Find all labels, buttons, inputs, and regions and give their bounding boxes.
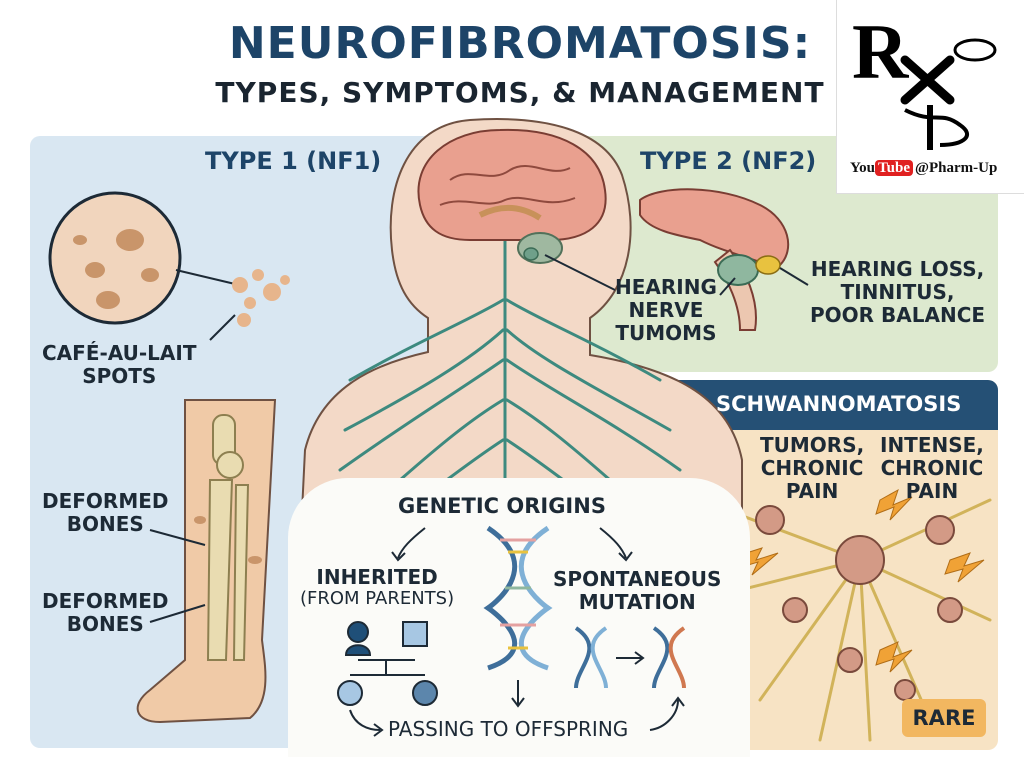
nf2-symptom-line2: TINNITUS,: [840, 280, 955, 304]
tumors-line1: TUMORS,: [760, 433, 865, 457]
hearing-nerve-line1: HEARING: [615, 275, 717, 299]
rare-badge: RARE: [902, 699, 986, 737]
deformed-bones-lower-line1: DEFORMED: [42, 589, 169, 613]
channel-name: @Pharm-Up: [915, 160, 998, 176]
hearing-nerve-line2: NERVE: [628, 298, 704, 322]
dna-helix-main: [483, 525, 553, 671]
nf2-symptoms-label: HEARING LOSS, TINNITUS, POOR BALANCE: [810, 258, 985, 327]
nerve-network: [338, 228, 682, 502]
deformed-bones-label-lower: DEFORMED BONES: [42, 590, 169, 636]
dna-small-pair: [574, 626, 686, 689]
schwannoma-tumors: [755, 505, 963, 701]
skin-spots-patch: [232, 269, 290, 327]
type1-heading: TYPE 1 (NF1): [205, 147, 382, 175]
nf2-symptom-line3: POOR BALANCE: [810, 303, 986, 327]
arrow-inherited: [391, 527, 426, 562]
page-title: NEUROFIBROMATOSIS:: [228, 18, 812, 69]
nf2-symptom-line1: HEARING LOSS,: [810, 257, 985, 281]
spontaneous-line2: MUTATION: [578, 590, 696, 614]
intense-chronic-pain-label: INTENSE, CHRONIC PAIN: [880, 434, 984, 503]
deformed-bones-label-upper: DEFORMED BONES: [42, 490, 169, 536]
arrow-down: [511, 680, 525, 708]
tumors-line3: PAIN: [785, 479, 839, 503]
genetic-origins-heading: GENETIC ORIGINS: [398, 494, 606, 518]
skin-magnifier: [48, 191, 236, 341]
dna-rungs: [500, 538, 536, 650]
inherited-line1: INHERITED: [316, 565, 438, 589]
youtube-word: You: [850, 160, 876, 176]
deformed-bones-upper-line1: DEFORMED: [42, 489, 169, 513]
genetic-origins-panel: [288, 478, 750, 757]
inherited-label: INHERITED (FROM PARENTS): [300, 566, 454, 610]
logo-box: [836, 0, 1024, 194]
pedigree-chart: [337, 621, 438, 706]
cafe-au-lait-line2: SPOTS: [82, 364, 157, 388]
brain-illustration: [417, 128, 607, 264]
hearing-nerve-tumors-label: HEARING NERVE TUMOMS: [615, 276, 717, 345]
leg-illustration: [136, 399, 277, 724]
deformed-bones-lower-line2: BONES: [66, 612, 144, 636]
hearing-nerve-line3: TUMOMS: [615, 321, 717, 345]
youtube-tube-badge: Tube: [875, 160, 913, 176]
rx-logo-mark: R: [852, 8, 997, 150]
tumors-line2: CHRONIC: [760, 456, 864, 480]
arrow-spontaneous: [599, 527, 633, 562]
inherited-line2: (FROM PARENTS): [300, 588, 455, 609]
intense-line3: PAIN: [905, 479, 959, 503]
passing-to-offspring-label: PASSING TO OFFSPRING: [388, 717, 629, 741]
page-subtitle: TYPES, SYMPTOMS, & MANAGEMENT: [215, 76, 825, 109]
intense-line2: CHRONIC: [880, 456, 984, 480]
svg-text:R: R: [852, 8, 910, 95]
spontaneous-line1: SPONTANEOUS: [553, 567, 722, 591]
spontaneous-mutation-label: SPONTANEOUS MUTATION: [553, 568, 721, 614]
schwannomatosis-heading: SCHWANNOMATOSIS: [716, 392, 962, 416]
offspring-arrows: [349, 696, 685, 737]
tumors-chronic-pain-label: TUMORS, CHRONIC PAIN: [760, 434, 864, 503]
cafe-au-lait-line1: CAFÉ-AU-LAIT: [42, 341, 197, 365]
cafe-au-lait-label: CAFÉ-AU-LAIT SPOTS: [42, 342, 197, 388]
brainstem-illustration: [544, 188, 809, 331]
intense-line1: INTENSE,: [880, 433, 984, 457]
deformed-bones-upper-line2: BONES: [66, 512, 144, 536]
type2-heading: TYPE 2 (NF2): [640, 147, 817, 175]
